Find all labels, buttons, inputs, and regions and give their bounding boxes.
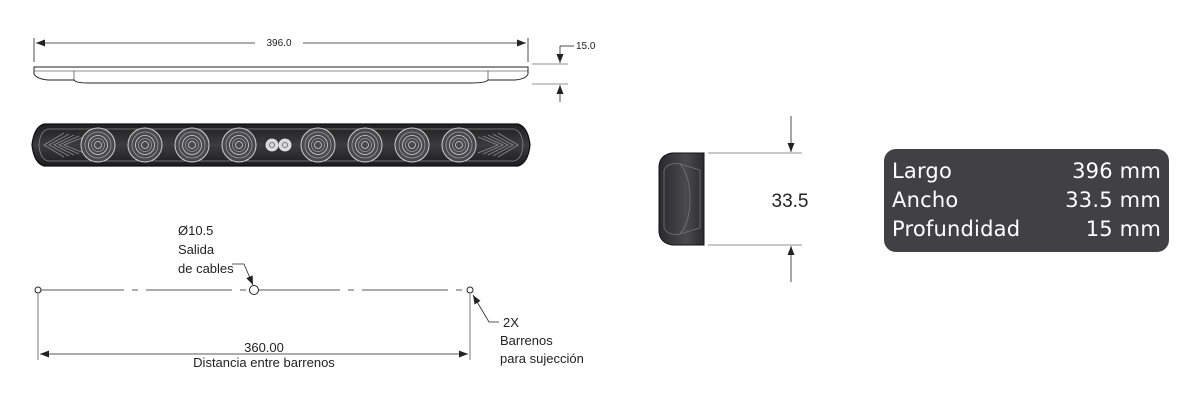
- cable-exit-leader: [232, 263, 254, 286]
- led-lens: [127, 127, 163, 163]
- end-chevrons-left: [43, 132, 85, 158]
- spec-row-depth: Profundidad 15 mm: [892, 215, 1161, 244]
- lamp-side-profile: [33, 66, 529, 84]
- depth-dimension-label: 15.0: [576, 41, 596, 52]
- hole-count-label: 2X: [503, 315, 519, 330]
- mounting-layout: Ø10.5 Salida de cables 2X Barrenos para …: [34, 223, 584, 370]
- led-lens-row: [80, 127, 477, 163]
- cable-exit-label-line1: Salida: [178, 242, 215, 257]
- spec-row-width: Ancho 33.5 mm: [892, 186, 1161, 215]
- spec-value: 33.5 mm: [1065, 188, 1161, 212]
- spec-card: Largo 396 mm Ancho 33.5 mm Profundidad 1…: [884, 149, 1169, 252]
- hole-spacing-label: 360.00: [244, 340, 284, 355]
- sensor-window: [265, 138, 292, 152]
- led-lens: [80, 127, 116, 163]
- spec-label: Ancho: [892, 188, 959, 212]
- spec-row-length: Largo 396 mm: [892, 157, 1161, 186]
- hole-diameter-label: Ø10.5: [178, 223, 213, 238]
- end-chevrons-right: [477, 132, 519, 158]
- spec-value: 396 mm: [1072, 159, 1161, 183]
- mounting-hole-left: [34, 286, 42, 294]
- side-view: 396.0 15.0: [33, 38, 596, 102]
- spec-value: 15 mm: [1085, 217, 1161, 241]
- front-view: [31, 123, 531, 167]
- led-lens: [394, 127, 430, 163]
- spec-label: Largo: [892, 159, 953, 183]
- spec-label: Profundidad: [892, 217, 1021, 241]
- width-dimension-label: 33.5: [772, 191, 809, 212]
- mount-holes-label-line1: Barrenos: [500, 333, 553, 348]
- led-lens: [300, 127, 336, 163]
- hole-spacing-caption: Distancia entre barrenos: [193, 355, 335, 370]
- mounting-hole-right: [466, 286, 474, 294]
- led-lens: [347, 127, 383, 163]
- led-lens: [441, 127, 477, 163]
- length-dimension-label: 396.0: [266, 38, 291, 49]
- mount-hole-leader: [472, 294, 499, 323]
- mount-holes-label-line2: para sujección: [500, 351, 584, 366]
- cable-exit-hole: [249, 285, 259, 295]
- end-view: 33.5: [658, 116, 809, 282]
- lamp-end-profile: [658, 152, 705, 246]
- led-lens: [221, 127, 257, 163]
- cable-exit-label-line2: de cables: [178, 261, 234, 276]
- led-lens: [174, 127, 210, 163]
